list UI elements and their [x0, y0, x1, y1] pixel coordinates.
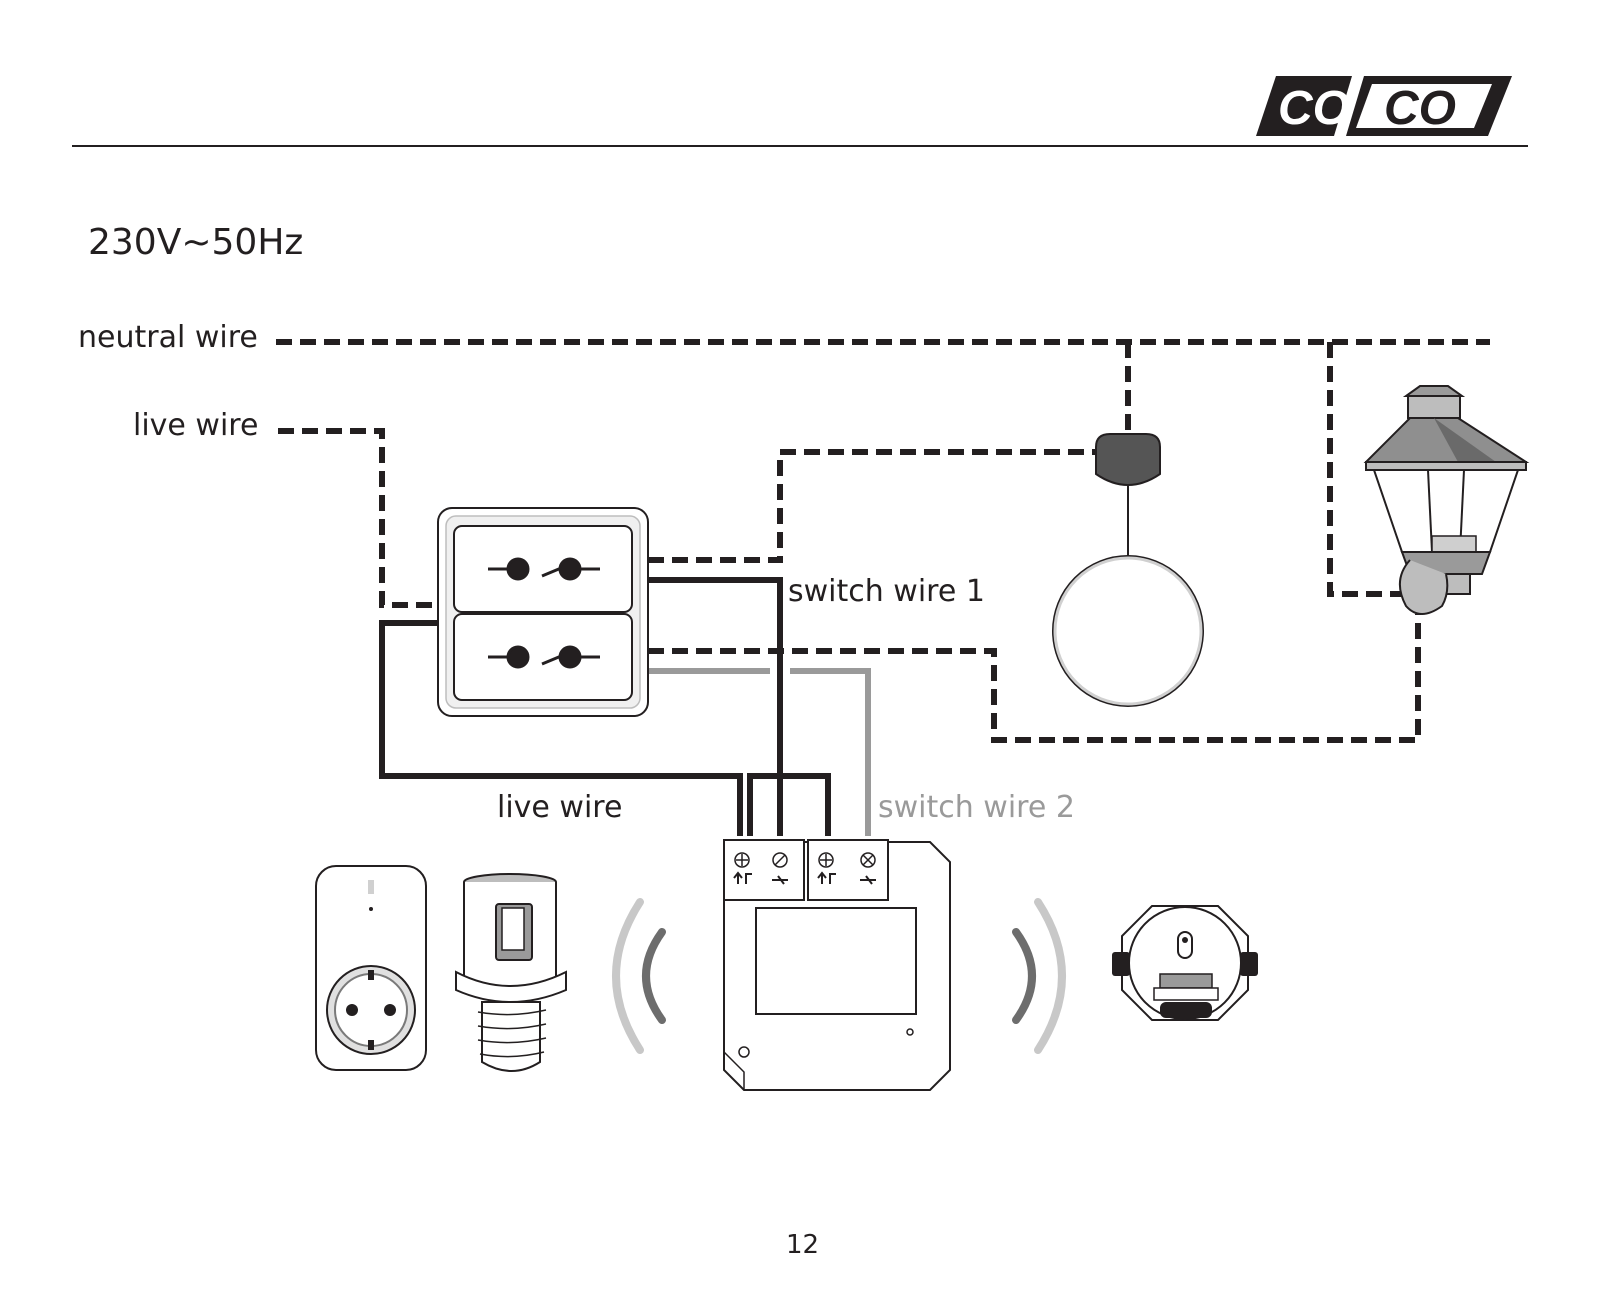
logo-text-right: CO — [1384, 82, 1456, 135]
lamp-socket-adapter-icon — [455, 873, 567, 1072]
switch-output-2-dashed — [648, 614, 1421, 743]
coco-logo: CO CO — [1256, 76, 1512, 136]
neutral-wire-label: neutral wire — [78, 320, 258, 355]
wireless-signal-right-icon — [1012, 898, 1066, 1054]
switch-wire-1-label: switch wire 1 — [788, 574, 985, 609]
switch-wire-2-grey — [648, 668, 871, 836]
voltage-label: 230V~50Hz — [88, 222, 304, 263]
logo-text-left: CO — [1278, 82, 1350, 135]
page-number: 12 — [786, 1230, 820, 1260]
module-bridge-wire — [747, 773, 831, 836]
live-wire-solid — [379, 620, 743, 836]
switch-wire-2-label: switch wire 2 — [878, 790, 1075, 825]
plug-in-switch-icon — [315, 865, 427, 1071]
switch-wire-1-solid — [648, 577, 783, 836]
live-wire-label: live wire — [133, 408, 259, 443]
receiver-module-icon — [723, 839, 951, 1091]
switch-output-1-dashed — [648, 449, 1096, 563]
live-wire-line — [278, 428, 440, 608]
pendant-lamp-icon — [1052, 433, 1204, 707]
builtin-transmitter-icon — [1112, 905, 1258, 1021]
wireless-signal-left-icon — [612, 898, 666, 1054]
double-wall-switch-icon — [437, 507, 649, 717]
wall-lantern-icon — [1363, 385, 1530, 615]
neutral-drop-lantern — [1327, 342, 1402, 597]
live-wire-bottom-label: live wire — [497, 790, 623, 825]
